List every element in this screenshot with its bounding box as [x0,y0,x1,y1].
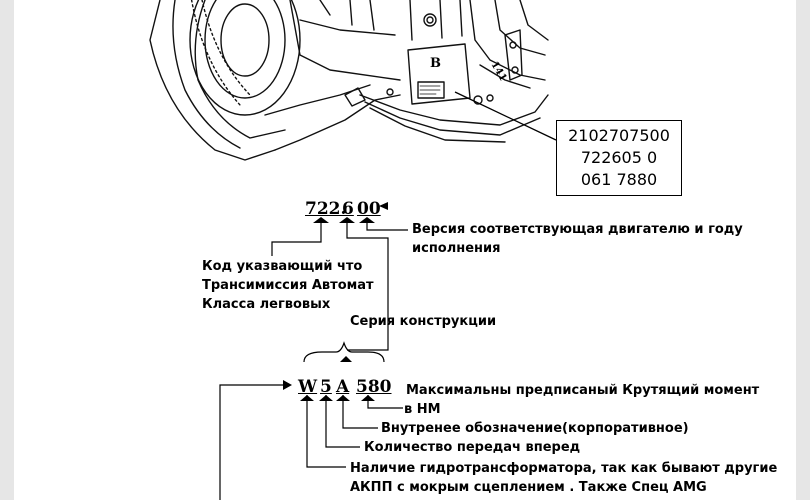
annotation-series: Серия конструкции [350,314,497,329]
transmission-body [274,94,401,151]
label-line-2: 722605 0 [580,148,658,167]
label-box: 2102707500 722605 0 061 7880 [556,120,682,196]
arrow-internal [336,395,350,401]
code1-part-a: 722. [305,199,347,219]
leader-series-top [346,218,389,351]
code1-part-c: 00 [357,199,381,219]
leader-converter [306,395,346,468]
code1-part-b: 6 [342,199,354,219]
annotation-type-code-line-3: Класса легвовых [202,297,331,312]
leader-internal [342,395,378,429]
annotation-converter-line-2: АКПП с мокрым сцеплением . Также Спец AM… [350,480,707,495]
plate-letter: B [430,56,441,71]
annotation-torque-line-1: Максимальны предписаный Крутящий момент [406,383,760,398]
code2-part-5: 5 [320,377,332,397]
leader-left-long [219,384,288,500]
code2-part-w: W [298,377,318,397]
leader-gears [325,395,360,448]
annotation-internal: Внутренее обозначение(корпоративное) [381,421,689,436]
annotation-version-line-1: Версия соответствующая двигателю и году [412,222,743,237]
annotation-torque-line-2: в НМ [404,402,441,417]
annotation-converter-line-1: Наличие гидротрансформатора, так как быв… [350,461,778,476]
annotation-type-code-line-2: Трансимиссия Автомат [202,278,374,293]
arrow-torque [361,395,375,401]
label-line-3: 061 7880 [580,170,658,189]
arrow-converter [300,395,314,401]
series-brace [303,341,385,363]
leader-version [366,218,408,231]
code2-part-a: A [336,377,350,397]
arrow-series [340,356,352,362]
bell-housing [149,0,276,161]
oil-pan [359,94,549,126]
leader-type-code [271,218,322,256]
arrow-version [379,202,388,210]
label-plate [407,43,471,105]
left-margin-bar [0,0,14,500]
annotation-gears: Количество передач вперед [364,440,581,455]
annotation-type-code-line-1: Код указвающий что [202,259,363,274]
arrow-left-long [283,380,292,390]
label-leader-line [454,91,557,141]
converter-ring [189,0,301,116]
code2-part-580: 580 [356,377,392,397]
arrow-gears [319,395,333,401]
right-margin-bar [796,0,810,500]
label-line-1: 2102707500 [568,126,670,145]
annotation-version-line-2: исполнения [412,241,501,256]
